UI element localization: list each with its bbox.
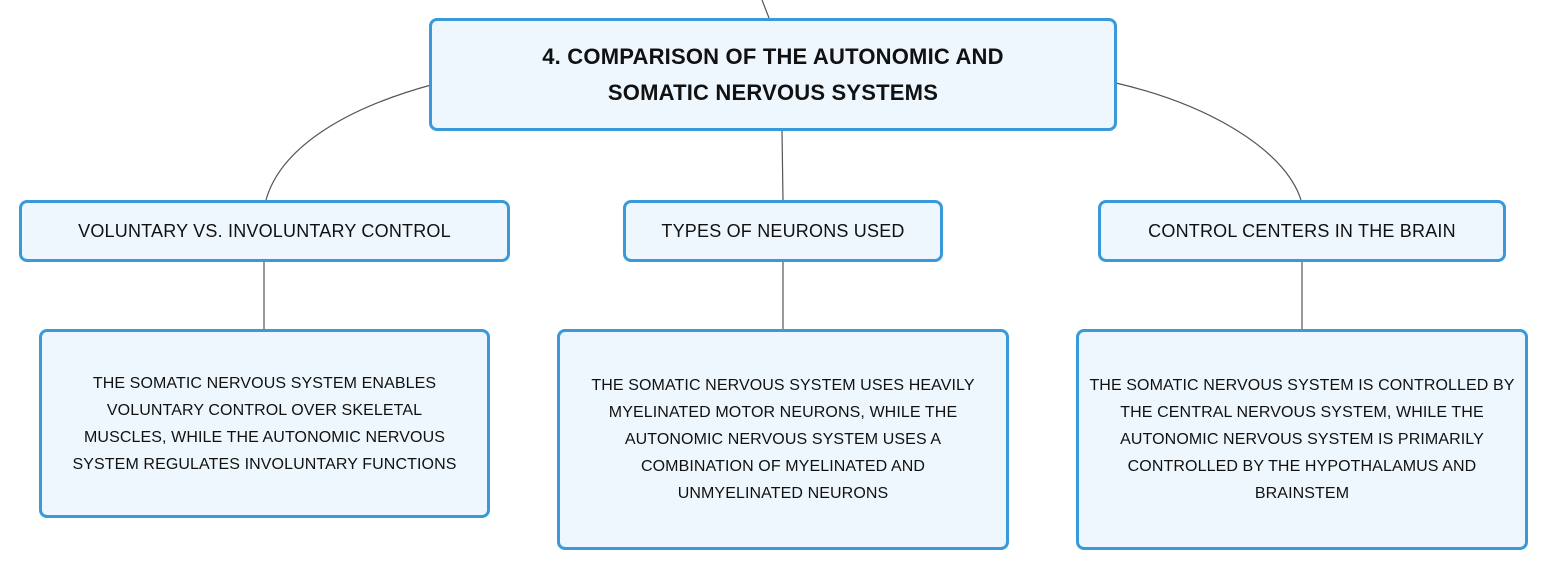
detail-node-voluntary-control[interactable]: THE SOMATIC NERVOUS SYSTEM ENABLES VOLUN… bbox=[39, 329, 490, 518]
detail-text: THE SOMATIC NERVOUS SYSTEM ENABLES VOLUN… bbox=[72, 374, 457, 473]
detail-node-neuron-types[interactable]: THE SOMATIC NERVOUS SYSTEM USES HEAVILY … bbox=[557, 329, 1009, 550]
connector-root-to-branch-3 bbox=[1115, 82, 1302, 201]
subtopic-node-control-centers[interactable]: CONTROL CENTERS IN THE BRAIN bbox=[1098, 200, 1506, 262]
connector-parent-to-root bbox=[761, 0, 770, 19]
root-topic-node[interactable]: 4. COMPARISON OF THE AUTONOMIC AND SOMAT… bbox=[429, 18, 1117, 131]
subtopic-label: TYPES OF NEURONS USED bbox=[661, 221, 905, 241]
detail-text: THE SOMATIC NERVOUS SYSTEM IS CONTROLLED… bbox=[1089, 377, 1515, 502]
connector-root-to-branch-2 bbox=[781, 130, 784, 201]
detail-node-control-centers[interactable]: THE SOMATIC NERVOUS SYSTEM IS CONTROLLED… bbox=[1076, 329, 1528, 550]
root-topic-label: 4. COMPARISON OF THE AUTONOMIC AND SOMAT… bbox=[542, 43, 1004, 105]
subtopic-node-neuron-types[interactable]: TYPES OF NEURONS USED bbox=[623, 200, 943, 262]
subtopic-label: CONTROL CENTERS IN THE BRAIN bbox=[1148, 221, 1456, 241]
subtopic-node-voluntary-control[interactable]: VOLUNTARY VS. INVOLUNTARY CONTROL bbox=[19, 200, 510, 262]
connector-root-to-branch-1 bbox=[265, 84, 432, 201]
detail-text: THE SOMATIC NERVOUS SYSTEM USES HEAVILY … bbox=[591, 377, 975, 502]
subtopic-label: VOLUNTARY VS. INVOLUNTARY CONTROL bbox=[78, 221, 451, 241]
